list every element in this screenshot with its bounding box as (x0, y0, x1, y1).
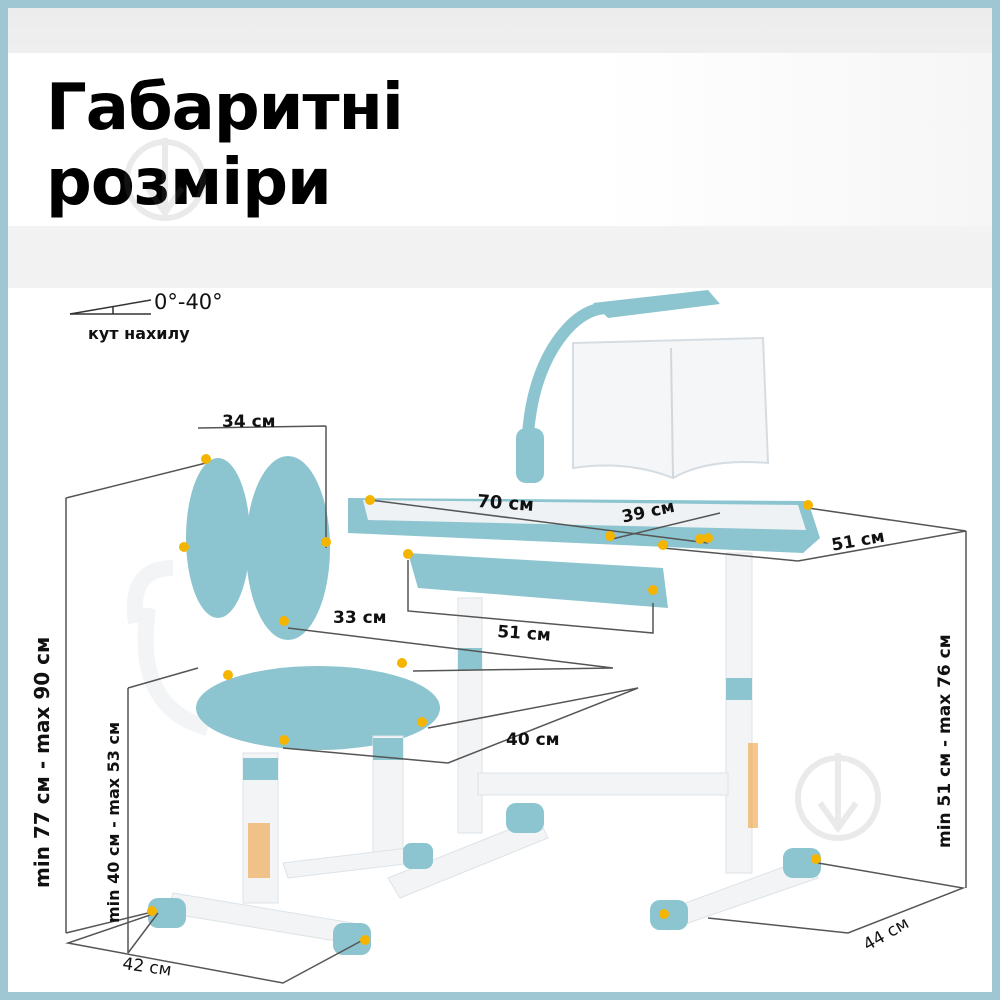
desk-leg-left (457, 597, 483, 834)
chair-backrest-width-label: 34 см (222, 412, 276, 432)
title-box (8, 53, 992, 226)
infographic-frame: Габаритні розміри (8, 8, 992, 992)
tilt-value: 0°-40° (154, 290, 223, 314)
tilt-angle-icon (69, 299, 152, 315)
watermark-icons (124, 138, 881, 841)
marker-dots (147, 454, 821, 945)
chair-seat (196, 666, 440, 750)
desk-width-label: 70 см (476, 491, 535, 516)
chair-seat-depth-label: 33 см (333, 608, 387, 628)
chair-backrest (126, 456, 330, 736)
furniture-illustration (65, 290, 967, 984)
dimension-lines (65, 425, 967, 984)
desk-leg-right (725, 552, 753, 874)
chair-seat-height-label: min 40 см - max 53 см (104, 721, 123, 923)
drawer-width-label: 51 см (496, 622, 552, 646)
page-title-line1: Габаритні (46, 71, 404, 145)
chair-total-height-label: min 77 см - max 90 см (30, 636, 54, 888)
drawer (408, 553, 668, 608)
chair-seat-width-label: 40 см (506, 730, 560, 750)
desk-lamp (516, 290, 720, 483)
watermark-icon (124, 138, 881, 841)
desk-height-label: min 51 см - max 76 см (935, 634, 955, 848)
page-title-line2: розміри (46, 146, 332, 220)
tilt-caption: кут нахилу (88, 324, 190, 343)
